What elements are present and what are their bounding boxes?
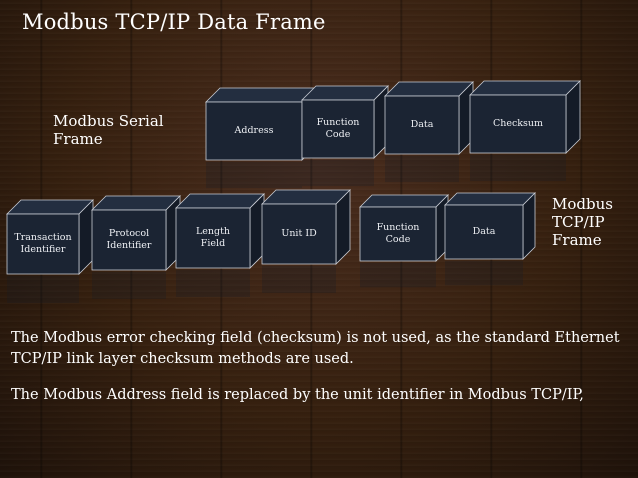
tcp_frame-box-1: [91, 195, 181, 299]
tcp_frame-field-label: Unit ID: [281, 227, 317, 239]
tcp_frame-field-label: Function Code: [376, 221, 420, 245]
tcp_frame-box-2: [175, 193, 265, 297]
tcp-frame-label: Modbus TCP/IP Frame: [552, 195, 613, 249]
tcp_frame-field-label: Protocol Identifier: [106, 227, 152, 251]
checksum-note: The Modbus error checking field (checksu…: [11, 330, 620, 368]
serial_frame-box-2: [384, 81, 474, 183]
tcp_frame-box-5: [444, 192, 536, 286]
slide-title: Modbus TCP/IP Data Frame: [22, 10, 326, 34]
serial_frame-box-1: [301, 85, 389, 187]
tcp_frame-box-3: [261, 189, 351, 293]
serial_frame-box-3: [469, 80, 581, 182]
tcp_frame-field-label: Transaction Identifier: [14, 231, 72, 255]
serial_frame-field-label: Data: [410, 118, 434, 130]
tcp_frame-field-label: Length Field: [195, 225, 231, 249]
address-note: The Modbus Address field is replaced by …: [11, 387, 584, 403]
serial_frame-field-label: Checksum: [492, 117, 544, 129]
serial_frame-field-label: Address: [234, 124, 274, 136]
tcp_frame-box-0: [6, 199, 94, 303]
serial_frame-field-label: Function Code: [316, 116, 360, 140]
serial-frame-label: Modbus Serial Frame: [53, 112, 164, 148]
tcp_frame-field-label: Data: [472, 225, 496, 237]
